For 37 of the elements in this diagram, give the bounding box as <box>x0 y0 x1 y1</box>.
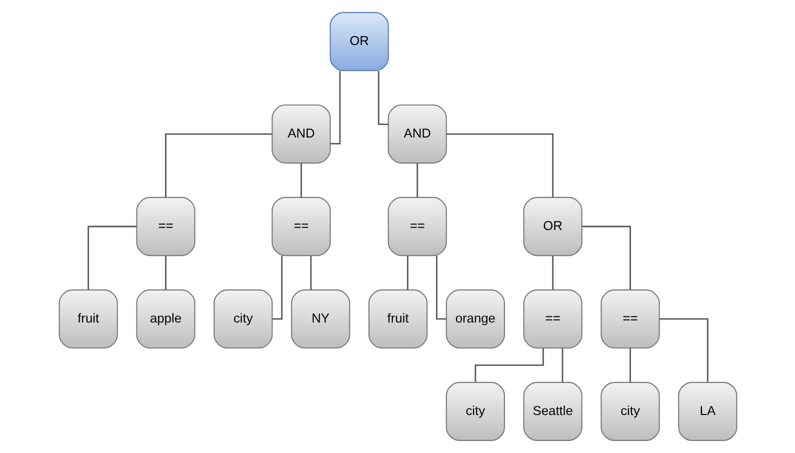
node-box: OR <box>329 12 388 72</box>
node-box: city <box>445 382 504 441</box>
node-box: == <box>522 289 582 349</box>
node-box: == <box>600 289 660 349</box>
connector <box>406 256 408 290</box>
connector <box>377 70 388 126</box>
connector <box>164 256 166 290</box>
node-box: city <box>213 289 272 349</box>
connector <box>330 70 340 144</box>
connector <box>310 256 312 290</box>
connector <box>300 163 302 198</box>
node-box: fruit <box>368 289 428 349</box>
connector <box>436 256 446 320</box>
node-box: AND <box>387 104 446 164</box>
node-box: fruit <box>58 289 118 349</box>
connector <box>416 163 418 198</box>
node-box: orange <box>445 289 504 349</box>
node-box: city <box>600 382 660 441</box>
node-box: == <box>387 196 446 256</box>
node-box: Seattle <box>522 382 582 441</box>
connector <box>446 133 554 198</box>
connector <box>552 256 554 290</box>
connector <box>272 256 282 320</box>
node-box: LA <box>678 382 737 441</box>
connector <box>659 318 708 382</box>
connector <box>561 348 563 382</box>
connector <box>582 226 630 290</box>
node-box: NY <box>290 289 350 349</box>
node-box: apple <box>136 289 195 349</box>
connector <box>164 133 272 198</box>
node-box: == <box>136 196 195 256</box>
connector <box>629 348 630 382</box>
node-box: == <box>271 196 330 256</box>
node-box: OR <box>522 196 582 256</box>
connector <box>474 348 544 382</box>
connector <box>87 226 136 290</box>
node-box: AND <box>271 104 330 164</box>
